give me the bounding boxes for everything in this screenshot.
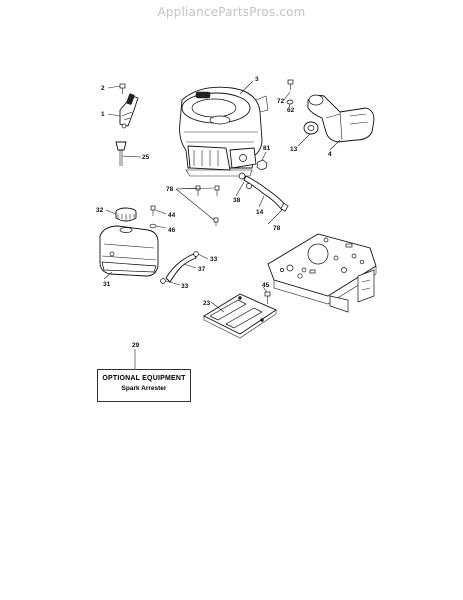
callout-72: 72 — [277, 98, 285, 105]
engine-part[interactable] — [179, 86, 269, 177]
tank-bolt-part[interactable] — [149, 205, 157, 229]
callout-81: 81 — [263, 145, 271, 152]
callout-23: 23 — [203, 300, 211, 307]
callout-labels: 2 1 25 3 72 62 13 4 81 78 38 14 78 32 44… — [96, 76, 332, 349]
optional-equipment-item[interactable]: Spark Arrester — [121, 385, 167, 392]
callout-44: 44 — [168, 212, 176, 219]
callout-29: 29 — [132, 342, 140, 349]
callout-13: 13 — [290, 146, 298, 153]
throttle-control-part[interactable] — [119, 93, 139, 129]
callout-3: 3 — [255, 76, 259, 83]
engine-mount-bolts[interactable] — [195, 185, 220, 226]
dipstick-part[interactable] — [115, 141, 127, 166]
callout-78-mount: 78 — [166, 186, 174, 193]
callout-62: 62 — [287, 107, 295, 114]
callout-33-top: 33 — [210, 256, 218, 263]
leader-lines — [103, 80, 341, 369]
callout-1: 1 — [101, 111, 105, 118]
optional-equipment-title: OPTIONAL EQUIPMENT — [102, 375, 186, 382]
callout-25: 25 — [142, 154, 150, 161]
fuel-line-part[interactable] — [238, 172, 289, 212]
fuel-tank-part[interactable] — [99, 225, 159, 277]
callout-31: 31 — [103, 281, 111, 288]
callout-45: 45 — [262, 282, 270, 289]
callout-33-bottom: 33 — [181, 283, 189, 290]
bracket-bolt-part[interactable] — [264, 291, 271, 304]
fuel-hose-part[interactable] — [160, 251, 199, 284]
optional-equipment-box: OPTIONAL EQUIPMENT Spark Arrester — [97, 369, 191, 402]
callout-4: 4 — [328, 151, 332, 158]
watermark-text: AppliancePartsPros.com — [157, 5, 306, 19]
callout-14: 14 — [256, 209, 264, 216]
muffler-part[interactable] — [307, 94, 375, 143]
callout-38: 38 — [233, 197, 241, 204]
fuel-cap-part[interactable] — [115, 207, 137, 222]
callout-78-fitting: 78 — [273, 225, 281, 232]
bolt-part[interactable] — [119, 83, 126, 94]
nut-part[interactable] — [256, 159, 268, 171]
callout-37: 37 — [198, 266, 206, 273]
callout-46: 46 — [168, 227, 176, 234]
chassis-plate-part[interactable] — [267, 233, 377, 313]
callout-2: 2 — [101, 85, 105, 92]
bracket-part[interactable] — [203, 293, 277, 339]
callout-32: 32 — [96, 207, 104, 214]
gasket-part[interactable] — [303, 121, 319, 135]
